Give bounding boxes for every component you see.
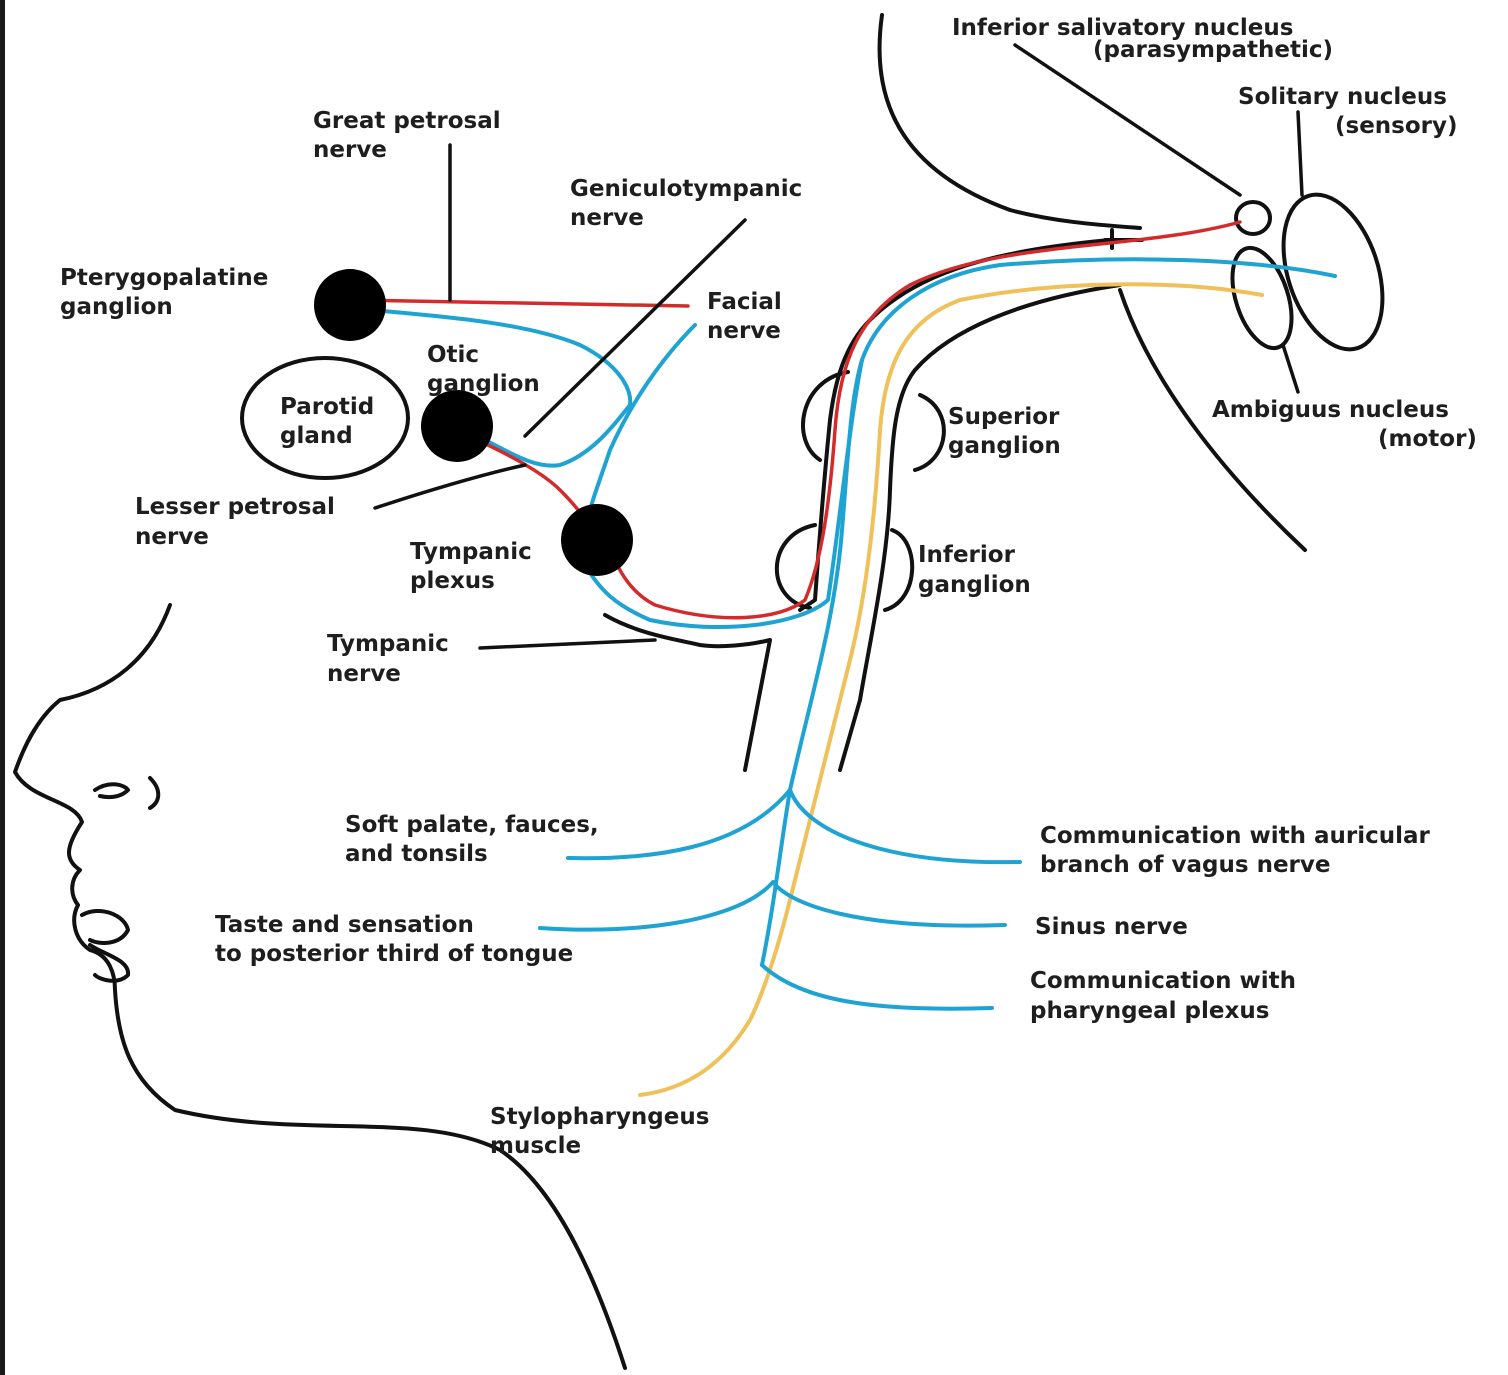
solitary-leader [1298, 112, 1302, 195]
label-superior-ganglion: Superior [948, 404, 1060, 430]
label-facial-nerve: nerve [707, 318, 781, 344]
label-tympanic-plexus-2: plexus [410, 568, 495, 594]
label-pterygopalatine: Pterygopalatine [60, 265, 268, 291]
nostril-mark [95, 784, 128, 797]
label-taste: Taste and sensation [215, 912, 474, 938]
label-facial: Facial [707, 289, 782, 315]
superior-ganglion-bulge [803, 372, 944, 470]
label-otic-ganglion: ganglion [427, 371, 540, 397]
pharyngeal-branch [762, 965, 992, 1009]
label-auricular: Communication with auricular [1040, 823, 1431, 849]
nostril-curve [150, 778, 158, 808]
great-petrosal-red-fiber [350, 300, 688, 306]
label-solitary: Solitary nucleus [1238, 84, 1447, 110]
inferior-ganglion-bulge [777, 525, 912, 610]
label-solitary-type: (sensory) [1335, 113, 1458, 139]
inferior-salivatory-nucleus [1236, 202, 1270, 234]
label-great-petrosal-nerve: nerve [313, 137, 387, 163]
label-pterygopalatine-ganglion: ganglion [60, 294, 173, 320]
label-inferior-salivatory-type: (parasympathetic) [1093, 37, 1333, 63]
inferior-salivatory-leader [1015, 45, 1240, 195]
lip-upper [82, 911, 128, 943]
ambiguus-nucleus [1221, 241, 1303, 356]
tympanic-plexus-node [561, 504, 633, 576]
label-geniculotympanic-nerve: nerve [570, 205, 644, 231]
label-soft-palate-2: and tonsils [345, 841, 488, 867]
tympanic-canal-outline [605, 615, 770, 770]
tympanic-nerve-leader [480, 640, 655, 648]
nerve-trunk-outline-bottom [840, 285, 1120, 770]
label-lesser-petrosal: Lesser petrosal [135, 494, 335, 520]
label-great-petrosal: Great petrosal [313, 108, 501, 134]
label-stylopharyngeus-2: muscle [490, 1133, 581, 1159]
label-parotid: Parotid [280, 394, 374, 420]
pterygopalatine-ganglion [314, 269, 386, 341]
label-ambiguus: Ambiguus nucleus [1212, 397, 1449, 423]
label-tympanic-nerve: Tympanic [327, 631, 449, 657]
face-profile-outline [15, 605, 625, 1368]
label-superior-ganglion-2: ganglion [948, 433, 1061, 459]
lesser-petrosal-leader [375, 465, 525, 508]
label-tympanic-plexus: Tympanic [410, 539, 532, 565]
label-parotid-gland: gland [280, 423, 353, 449]
label-pharyngeal: Communication with [1030, 968, 1296, 994]
soft-palate-branch [568, 790, 1020, 862]
ambiguus-leader [1283, 345, 1298, 392]
label-stylopharyngeus: Stylopharyngeus [490, 1104, 709, 1130]
label-otic: Otic [427, 342, 479, 368]
sensory-fiber-tympanic [585, 360, 862, 627]
label-inferior-ganglion: Inferior [918, 542, 1016, 568]
label-lesser-petrosal-nerve: nerve [135, 524, 209, 550]
label-auricular-2: branch of vagus nerve [1040, 852, 1331, 878]
label-geniculotympanic: Geniculotympanic [570, 176, 802, 202]
label-inferior-ganglion-2: ganglion [918, 572, 1031, 598]
label-pharyngeal-2: pharyngeal plexus [1030, 998, 1269, 1024]
solitary-nucleus [1265, 182, 1400, 362]
label-tympanic-nerve-2: nerve [327, 661, 401, 687]
label-taste-2: to posterior third of tongue [215, 941, 573, 967]
label-soft-palate: Soft palate, fauces, [345, 812, 599, 838]
label-ambiguus-type: (motor) [1378, 426, 1477, 452]
otic-ganglion [421, 390, 493, 462]
label-sinus: Sinus nerve [1035, 914, 1188, 940]
